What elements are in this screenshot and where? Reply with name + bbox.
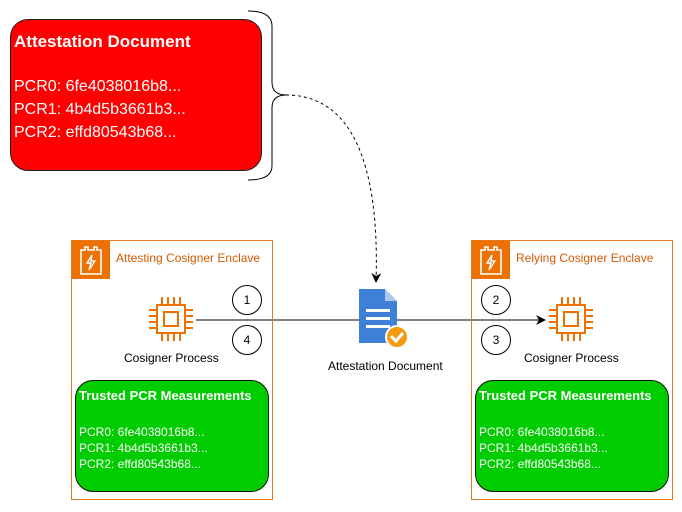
relying-process-label: Cosigner Process xyxy=(524,351,619,365)
relying-pcr0: PCR0: 6fe4038016b8... xyxy=(479,425,605,439)
step-2-circle: 2 xyxy=(481,285,511,315)
attesting-pcr1: PCR1: 4b4d5b3661b3... xyxy=(79,441,208,455)
step-1-circle: 1 xyxy=(232,285,262,315)
document-check-icon xyxy=(359,289,409,349)
step-4-circle: 4 xyxy=(232,325,262,355)
attesting-enclave-title: Attesting Cosigner Enclave xyxy=(116,251,261,265)
relying-enclave-title: Relying Cosigner Enclave xyxy=(516,251,654,265)
attesting-trusted-pcr-box: Trusted PCR Measurements PCR0: 6fe403801… xyxy=(75,380,269,492)
attestation-pcr0: PCR0: 6fe4038016b8... xyxy=(14,78,182,95)
attestation-pcr1: PCR1: 4b4d5b3661b3... xyxy=(14,101,186,118)
attesting-pcr0: PCR0: 6fe4038016b8... xyxy=(79,425,205,439)
step-3-circle: 3 xyxy=(481,325,511,355)
attesting-pcr2: PCR2: effd80543b68... xyxy=(79,457,201,471)
enclave-tower-icon xyxy=(472,241,510,279)
attesting-enclave: Attesting Cosigner Enclave xyxy=(71,240,273,500)
relying-pcr-title: Trusted PCR Measurements xyxy=(479,388,652,403)
attesting-process-label: Cosigner Process xyxy=(124,351,219,365)
relying-enclave: Relying Cosigner Enclave xyxy=(471,240,673,500)
relying-trusted-pcr-box: Trusted PCR Measurements PCR0: 6fe403801… xyxy=(475,380,669,492)
attesting-pcr-title: Trusted PCR Measurements xyxy=(79,388,252,403)
attestation-document-label: Attestation Document xyxy=(328,359,443,373)
cpu-chip-icon xyxy=(549,297,593,341)
relying-pcr1: PCR1: 4b4d5b3661b3... xyxy=(479,441,608,455)
relying-pcr2: PCR2: effd80543b68... xyxy=(479,457,601,471)
attestation-document-title: Attestation Document xyxy=(14,32,191,51)
cpu-chip-icon xyxy=(149,297,193,341)
attestation-document-box: Attestation Document PCR0: 6fe4038016b8.… xyxy=(10,19,262,171)
dashed-connector xyxy=(285,94,382,283)
attestation-pcr2: PCR2: effd80543b68... xyxy=(14,124,177,141)
enclave-tower-icon xyxy=(72,241,110,279)
